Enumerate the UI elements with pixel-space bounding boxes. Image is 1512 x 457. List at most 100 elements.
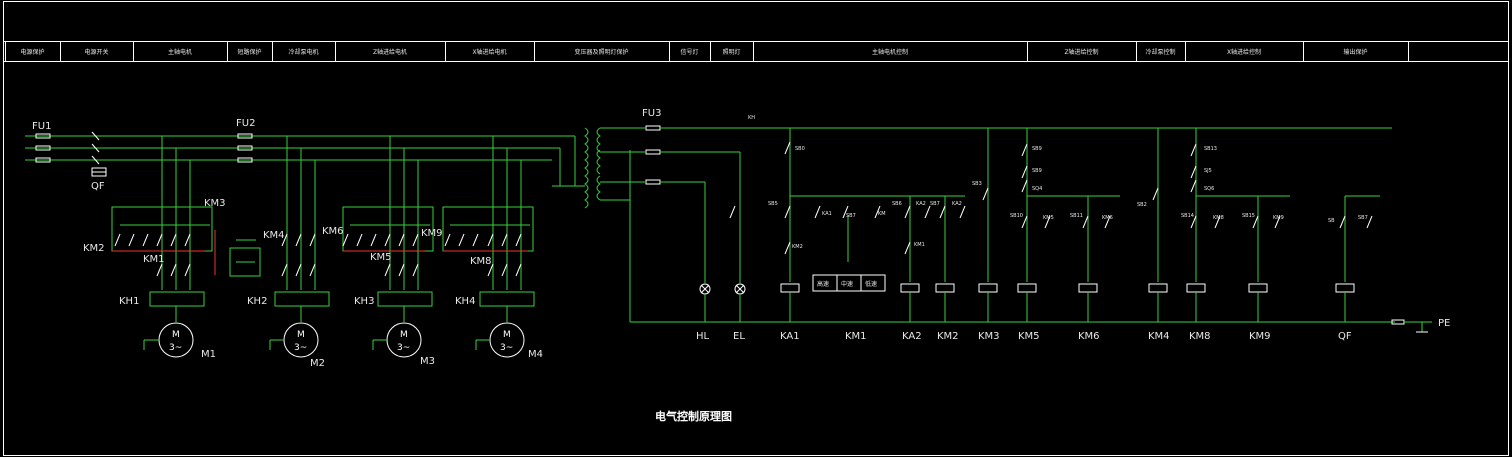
switch-contact (939, 205, 946, 219)
contact (309, 263, 316, 277)
contact-label: SB7 (1358, 215, 1368, 221)
km3-label: KM3 (204, 198, 226, 209)
power-circuit: FU1 QF FU2 (25, 118, 575, 369)
m4-label: M4 (528, 349, 543, 360)
motor-branch-3 (342, 136, 434, 322)
contact-label: KM5 (1043, 215, 1054, 221)
contact (128, 233, 135, 247)
contact (515, 263, 522, 277)
m4-symbol: M (503, 330, 511, 340)
contact (384, 233, 391, 247)
switch-contact (924, 205, 931, 219)
contact-label: KM6 (1102, 215, 1113, 221)
kh2-label: KH2 (247, 296, 267, 307)
header-cell: X轴进给电机 (472, 48, 506, 56)
pe-label: PE (1438, 318, 1450, 329)
switch-contact (904, 205, 911, 219)
contact (295, 233, 302, 247)
header-cell: 短路保护 (237, 48, 261, 56)
switch-contact (1214, 215, 1221, 229)
drawing-title: 电气控制原理图 (655, 409, 732, 423)
header-cell: Z轴进给电机 (373, 48, 407, 56)
drawing-frame (3, 1, 1509, 456)
kh4-label: KH4 (455, 296, 475, 307)
m4-phase: 3~ (500, 343, 513, 353)
coil (1148, 283, 1168, 293)
header-cell: 电源开关 (84, 48, 108, 56)
header-dividers (5, 41, 1409, 62)
contact-label: SB6 (892, 201, 902, 207)
km4-label: KM4 (263, 230, 285, 241)
contact (398, 233, 405, 247)
contact-label: SB9 (1032, 146, 1042, 152)
contact (458, 233, 465, 247)
m1-label: M1 (201, 349, 216, 360)
pe-terminal: PE (1391, 318, 1450, 333)
motor-m4: M 3~ M4 (475, 322, 543, 360)
contact-label: SJ5 (1204, 168, 1212, 174)
km6-label: KM6 (322, 226, 344, 237)
coil-label: KM5 (1018, 331, 1040, 342)
switch-contact (1104, 215, 1111, 229)
switch-contact (1021, 215, 1028, 229)
header-cell: 电源保护 (20, 48, 44, 56)
contact-label: SB (1328, 218, 1335, 224)
switch-contact (784, 141, 791, 155)
coil (1186, 283, 1206, 293)
switch-contact (904, 241, 911, 255)
km9-label: KM9 (421, 228, 443, 239)
contact-label: KM8 (1213, 215, 1224, 221)
contact (184, 233, 191, 247)
m3-symbol: M (400, 330, 408, 340)
contact (142, 233, 149, 247)
contact (398, 263, 405, 277)
coil (978, 283, 998, 293)
contact-label: SB10 (1010, 213, 1023, 219)
coil-label: EL (733, 331, 745, 342)
contact-label: SB9 (1032, 168, 1042, 174)
coil-label: KM2 (937, 331, 959, 342)
contact-label: KA1 (822, 211, 832, 217)
speed-low: 低速 (865, 280, 877, 288)
motor-m3: M 3~ M3 (372, 322, 435, 367)
header-cell: 冷却泵电机 (288, 48, 318, 56)
contact-label: SB7 (930, 201, 940, 207)
kh1-label: KH1 (119, 296, 139, 307)
contact-label: SB5 (768, 201, 778, 207)
switch-contact (1190, 179, 1197, 193)
header-cell: Z轴进给控制 (1064, 48, 1098, 56)
m2-phase: 3~ (294, 343, 307, 353)
motor-m1: M 3~ M1 (143, 322, 216, 360)
coil (780, 283, 800, 293)
km8-label: KM8 (470, 256, 492, 267)
contact (156, 233, 163, 247)
coil-label: KM4 (1148, 331, 1170, 342)
m3-phase: 3~ (397, 343, 410, 353)
switch-contact (1044, 215, 1051, 229)
contact (444, 233, 451, 247)
coil-label: KM9 (1249, 331, 1271, 342)
contact (472, 233, 479, 247)
contact (356, 233, 363, 247)
switch-contact (814, 205, 821, 219)
contact (501, 233, 508, 247)
switch-contact (1021, 165, 1028, 179)
contact-label: SB13 (1204, 146, 1217, 152)
contact-label: KA2 (916, 201, 926, 207)
contact (295, 263, 302, 277)
km1-label: KM1 (143, 254, 165, 265)
m2-symbol: M (297, 330, 305, 340)
contact (515, 233, 522, 247)
switch-contact (1082, 215, 1089, 229)
switch-contact (1021, 143, 1028, 157)
m1-symbol: M (172, 330, 180, 340)
contact-label: KM2 (792, 244, 803, 250)
coil-label: KA2 (902, 331, 922, 342)
header-cell: 照明灯 (722, 48, 740, 56)
contact-label: SB11 (1070, 213, 1083, 219)
switch-contact (1190, 215, 1197, 229)
coil-label: QF (1338, 331, 1352, 342)
